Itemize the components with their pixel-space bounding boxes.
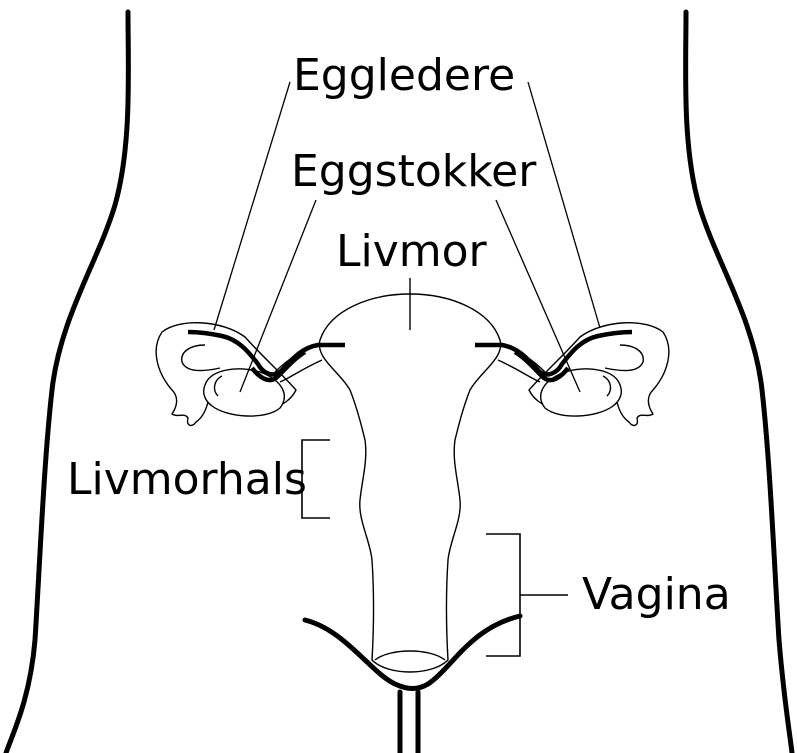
leader-eggledere-right bbox=[528, 82, 600, 328]
body-outline-right bbox=[686, 12, 792, 753]
label-livmor: Livmor bbox=[336, 230, 487, 274]
label-eggstokker: Eggstokker bbox=[291, 150, 536, 194]
vagina-bracket bbox=[486, 534, 568, 656]
uterus-outline bbox=[319, 294, 500, 672]
label-livmorhals: Livmorhals bbox=[67, 458, 307, 502]
label-eggledere: Eggledere bbox=[293, 54, 515, 98]
leader-eggstokker-right bbox=[496, 200, 580, 392]
body-outline-left bbox=[6, 12, 128, 753]
label-vagina: Vagina bbox=[582, 573, 731, 617]
leader-eggstokker-left bbox=[240, 200, 316, 392]
right-broad-ligament bbox=[498, 345, 545, 382]
